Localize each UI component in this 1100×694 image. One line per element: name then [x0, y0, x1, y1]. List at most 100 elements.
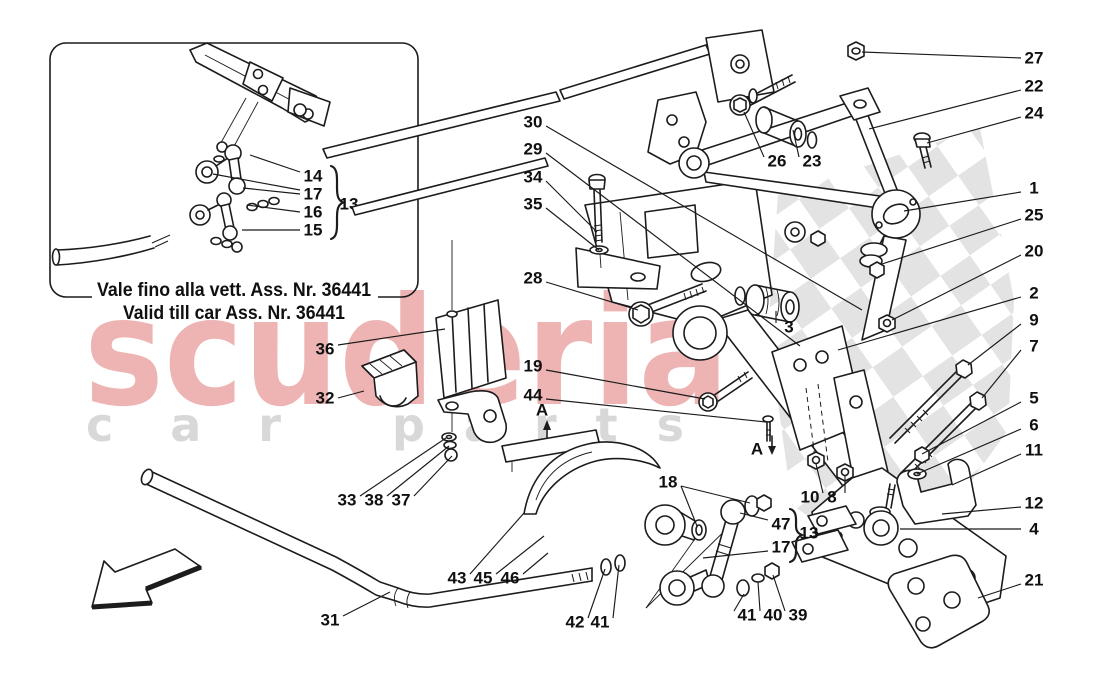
nut-10-bore — [811, 455, 821, 465]
mount-block-36 — [435, 240, 507, 432]
leader-line-19 — [545, 369, 706, 400]
callout-29: 29 — [524, 140, 543, 159]
leader-line-24 — [926, 116, 1022, 144]
leader-line-46 — [522, 552, 549, 575]
bolt-19 — [698, 371, 753, 412]
leader-line-36 — [337, 328, 446, 346]
inset-stabilizer-links — [189, 141, 280, 253]
callout-42: 42 — [566, 613, 585, 632]
callout-47: 47 — [772, 515, 791, 534]
leader-line-38 — [386, 445, 450, 497]
callout-30: 30 — [524, 113, 543, 132]
nut-8-bore — [840, 467, 850, 477]
leader-line-43 — [469, 512, 525, 575]
callout-14: 14 — [304, 167, 323, 186]
leader-line-40 — [757, 581, 761, 612]
callout-12: 12 — [1025, 494, 1044, 513]
leader-line-25 — [881, 218, 1022, 265]
callout-20: 20 — [1025, 242, 1044, 261]
leader-line-7 — [981, 349, 1022, 399]
drop-links — [644, 494, 780, 609]
callout-46: 46 — [501, 569, 520, 588]
bushing-clamp-32 — [361, 349, 419, 408]
leader-line-9 — [967, 323, 1022, 366]
leader-line-20 — [891, 254, 1022, 321]
callout-15: 15 — [304, 221, 323, 240]
bolt-28 — [628, 283, 707, 327]
callout-11: 11 — [1025, 441, 1043, 460]
upper-ball-joint — [859, 189, 921, 279]
leader-line-41 — [733, 593, 745, 612]
leader-line-39 — [772, 574, 786, 612]
upper-wishbone — [678, 87, 899, 247]
leader-line-18 — [680, 485, 751, 504]
callout-33: 33 — [338, 491, 357, 510]
callout-2: 2 — [1029, 284, 1038, 303]
callout-43: 43 — [448, 569, 467, 588]
leader-line-28 — [545, 281, 639, 311]
bolt-9 — [889, 359, 973, 444]
leader-line-30 — [545, 125, 863, 311]
bolt-34-washer-35 — [588, 173, 609, 269]
callout-7: 7 — [1029, 337, 1038, 356]
inset-wishbone-arm — [189, 42, 331, 151]
callout-8: 8 — [827, 488, 836, 507]
callout-1: 1 — [1029, 179, 1038, 198]
leader-line-17 — [702, 550, 769, 559]
inset-stabilizer-bar — [51, 234, 171, 266]
nut-27 — [847, 41, 865, 61]
inset-group-brace — [329, 164, 346, 241]
leader-line-33 — [359, 437, 447, 497]
leader-line-1 — [903, 191, 1022, 212]
callout-A: A — [536, 401, 548, 420]
nut-20 — [878, 314, 896, 333]
bolt-24 — [913, 132, 932, 169]
callout-17: 17 — [772, 538, 791, 557]
leader-line-2 — [837, 296, 1022, 351]
callout-27: 27 — [1025, 49, 1044, 68]
leader-line-22 — [868, 89, 1022, 130]
callout-34: 34 — [524, 168, 543, 187]
callout-32: 32 — [316, 389, 335, 408]
leader-line-34 — [545, 180, 598, 233]
callout-16: 16 — [304, 203, 323, 222]
leader-line-44 — [545, 398, 767, 423]
strap-bracket-33-38-37 — [437, 390, 508, 462]
callout-41: 41 — [738, 606, 757, 625]
leader-line-17 — [242, 187, 301, 195]
callout-21: 21 — [1025, 571, 1044, 590]
callout-5: 5 — [1029, 389, 1038, 408]
bolt-7 — [899, 391, 987, 480]
callout-22: 22 — [1025, 77, 1044, 96]
callout-13: 13 — [800, 524, 819, 543]
section-marker-a-down — [768, 435, 776, 455]
callout-24: 24 — [1025, 104, 1044, 123]
callout-9: 9 — [1029, 311, 1038, 330]
leader-line-6 — [916, 428, 1022, 475]
leader-line-18 — [680, 485, 698, 527]
leader-line-27 — [861, 51, 1022, 59]
inset-caption-italian: Vale fino alla vett. Ass. Nr. 36441 — [97, 280, 371, 301]
callout-39: 39 — [789, 606, 808, 625]
leader-line-29 — [545, 152, 801, 347]
nut-10 — [807, 451, 825, 470]
bracket-21 — [887, 554, 990, 649]
link-group-brace — [788, 507, 805, 564]
leader-line-21 — [977, 583, 1022, 599]
leader-line-17 — [212, 173, 301, 191]
callout-10: 10 — [801, 488, 820, 507]
callout-18: 18 — [659, 473, 678, 492]
callout-38: 38 — [365, 491, 384, 510]
leader-line-10 — [815, 463, 824, 494]
callout-26: 26 — [768, 152, 787, 171]
inset-caption-english: Valid till car Ass. Nr. 36441 — [123, 303, 345, 324]
callout-A: A — [751, 440, 763, 459]
leader-line-47 — [739, 512, 769, 521]
bushing-3 — [734, 284, 800, 323]
stabilizer-bar-31 — [140, 468, 626, 609]
direction-arrow — [91, 548, 202, 610]
callout-28: 28 — [524, 269, 543, 288]
